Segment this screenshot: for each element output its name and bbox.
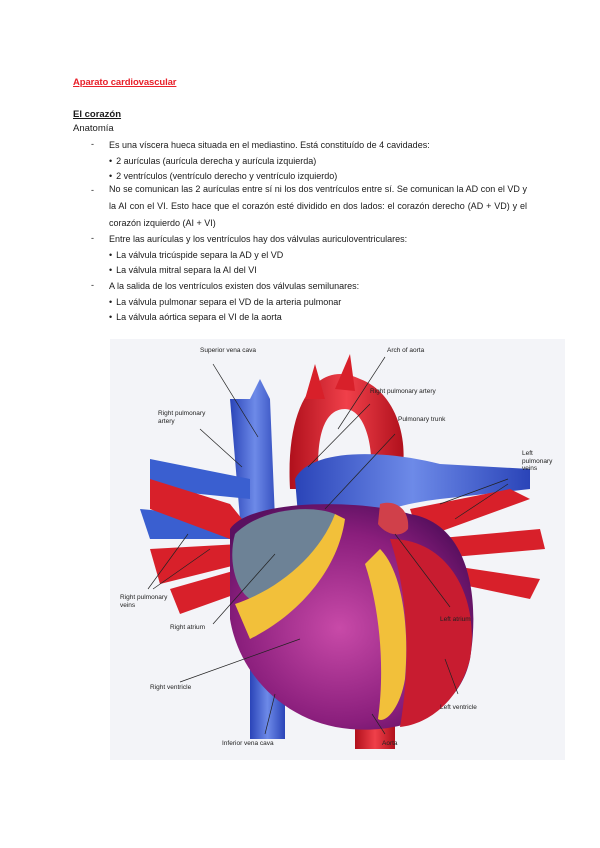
label-pulmonary-trunk: Pulmonary trunk: [398, 416, 446, 423]
label-aorta: Aorta: [382, 740, 398, 747]
list-item: Es una víscera hueca situada en el media…: [109, 140, 430, 150]
label-left-atrium: Left atrium: [440, 616, 471, 623]
label-right-pulmonary-artery-right: Right pulmonary artery: [370, 388, 436, 395]
heart-illustration: [110, 339, 565, 760]
sub-list-item: La válvula mitral separa la AI del VI: [109, 264, 257, 276]
label-right-pulmonary-veins: Right pulmonary veins: [120, 594, 168, 609]
list-marker: -: [91, 280, 94, 290]
list-marker: -: [91, 185, 94, 195]
label-right-ventricle: Right ventricle: [150, 684, 192, 691]
list-item: Entre las aurículas y los ventrículos ha…: [109, 234, 408, 244]
label-right-pulmonary-artery-left: Right pulmonary artery: [158, 410, 206, 425]
document-title: Aparato cardiovascular: [73, 77, 177, 88]
sub-list-item: La válvula pulmonar separa el VD de la a…: [109, 296, 341, 308]
sub-list-item: 2 aurículas (aurícula derecha y aurícula…: [109, 155, 316, 167]
list-item: A la salida de los ventrículos existen d…: [109, 281, 360, 291]
label-inferior-vena-cava: Inferior vena cava: [222, 740, 274, 747]
label-right-atrium: Right atrium: [170, 624, 206, 631]
list-marker: -: [91, 139, 94, 149]
list-item: No se comunican las 2 aurículas entre sí…: [109, 184, 527, 228]
label-left-ventricle: Left ventricle: [440, 704, 477, 711]
label-superior-vena-cava: Superior vena cava: [200, 347, 257, 354]
sub-list-item: La válvula tricúspide separa la AD y el …: [109, 249, 283, 261]
label-arch-of-aorta: Arch of aorta: [387, 347, 425, 354]
heart-anatomy-figure: Superior vena cava Arch of aorta Right p…: [110, 339, 565, 760]
section-heading: El corazón: [73, 109, 122, 120]
subsection-heading: Anatomía: [73, 123, 114, 134]
list-marker: -: [91, 233, 94, 243]
label-left-pulmonary-veins: Left pulmonary veins: [522, 450, 553, 472]
sub-list-item: 2 ventrículos (ventrículo derecho y vent…: [109, 170, 337, 182]
sub-list-item: La válvula aórtica separa el VI de la ao…: [109, 311, 282, 323]
